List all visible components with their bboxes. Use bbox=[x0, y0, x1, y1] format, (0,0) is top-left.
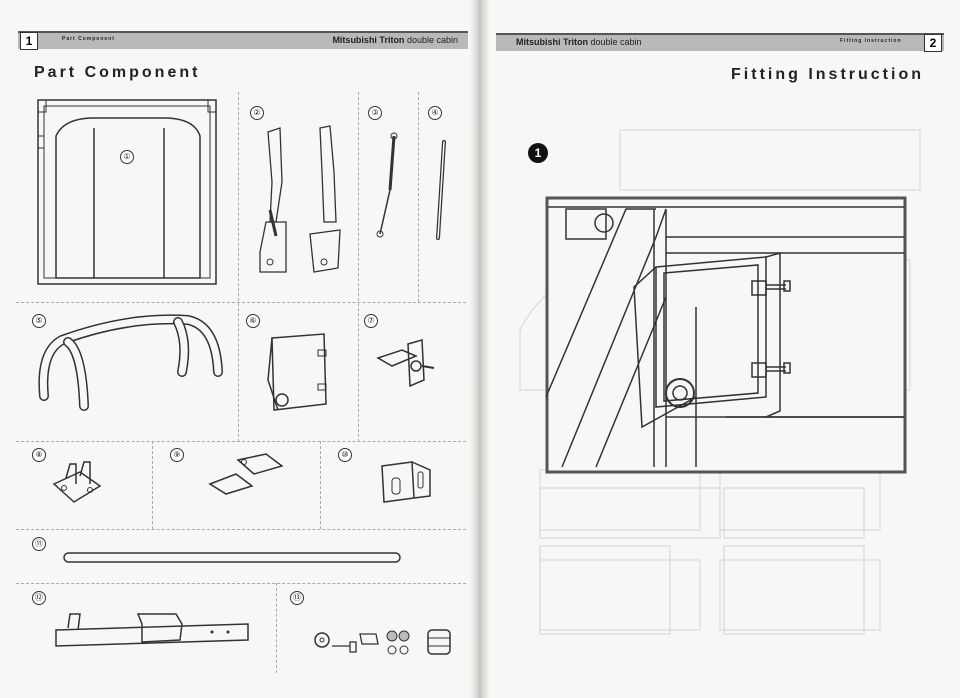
page-title: Fitting Instruction bbox=[731, 66, 924, 83]
page-title: Part Component bbox=[34, 64, 201, 81]
grid-divider bbox=[276, 583, 277, 673]
part-label: ③ bbox=[368, 106, 382, 120]
left-page: 1 Part Component Mitsubishi Triton doubl… bbox=[0, 0, 480, 698]
right-page: Mitsubishi Triton double cabin Fitting I… bbox=[480, 0, 960, 698]
part-label: ⑧ bbox=[32, 448, 46, 462]
grid-divider bbox=[16, 529, 466, 530]
header-section-label: Part Component bbox=[62, 36, 115, 42]
clip-bracket-icon bbox=[208, 453, 284, 495]
header-section-label: Fitting Instruction bbox=[840, 38, 902, 44]
part-label: ⑫ bbox=[32, 591, 46, 605]
header-model: Mitsubishi Triton double cabin bbox=[516, 37, 642, 47]
tube-icon bbox=[63, 552, 401, 563]
grid-divider bbox=[320, 441, 321, 529]
angle-bracket-icon bbox=[381, 461, 431, 503]
grid-divider bbox=[238, 92, 239, 442]
support-rail-icon bbox=[55, 613, 249, 647]
latch-icon bbox=[376, 339, 435, 388]
part-label: ⑦ bbox=[364, 314, 378, 328]
right-header-bar: Mitsubishi Triton double cabin Fitting I… bbox=[496, 33, 944, 52]
model-brand: Mitsubishi Triton bbox=[516, 37, 588, 47]
page-number: 2 bbox=[924, 34, 942, 52]
model-variant: double cabin bbox=[590, 37, 642, 47]
grid-divider bbox=[16, 441, 466, 442]
part-label: ② bbox=[250, 106, 264, 120]
part-label: ④ bbox=[428, 106, 442, 120]
page-number: 1 bbox=[20, 32, 38, 50]
part-label: ⑨ bbox=[170, 448, 184, 462]
part-label: ⑪ bbox=[32, 537, 46, 551]
gas-strut-icon bbox=[376, 132, 398, 238]
base-bracket-icon bbox=[52, 461, 102, 503]
sports-bar-icon bbox=[38, 314, 223, 411]
step-1-diagram bbox=[545, 196, 907, 474]
step-number-badge: 1 bbox=[528, 143, 548, 163]
left-header-bar: 1 Part Component Mitsubishi Triton doubl… bbox=[18, 31, 468, 50]
part-label: ⑤ bbox=[32, 314, 46, 328]
grid-divider bbox=[358, 92, 359, 442]
tailgate-cover-icon bbox=[37, 99, 217, 285]
part-label: ⑬ bbox=[290, 591, 304, 605]
book-spine bbox=[470, 0, 490, 698]
grid-divider bbox=[418, 92, 419, 302]
model-variant: double cabin bbox=[406, 35, 458, 45]
faint-lower-panels bbox=[539, 487, 865, 635]
hardware-kit-icon bbox=[314, 629, 451, 655]
header-model: Mitsubishi Triton double cabin bbox=[332, 35, 458, 45]
grid-divider bbox=[152, 441, 153, 529]
hinge-arm-assembly-icon bbox=[259, 125, 341, 273]
part-label: ⑩ bbox=[338, 448, 352, 462]
part-label: ① bbox=[120, 150, 134, 164]
rod-icon bbox=[436, 140, 446, 240]
mounting-bracket-icon bbox=[267, 333, 327, 411]
model-brand: Mitsubishi Triton bbox=[332, 35, 405, 45]
grid-divider bbox=[16, 302, 466, 303]
grid-divider bbox=[16, 583, 466, 584]
part-label: ⑥ bbox=[246, 314, 260, 328]
